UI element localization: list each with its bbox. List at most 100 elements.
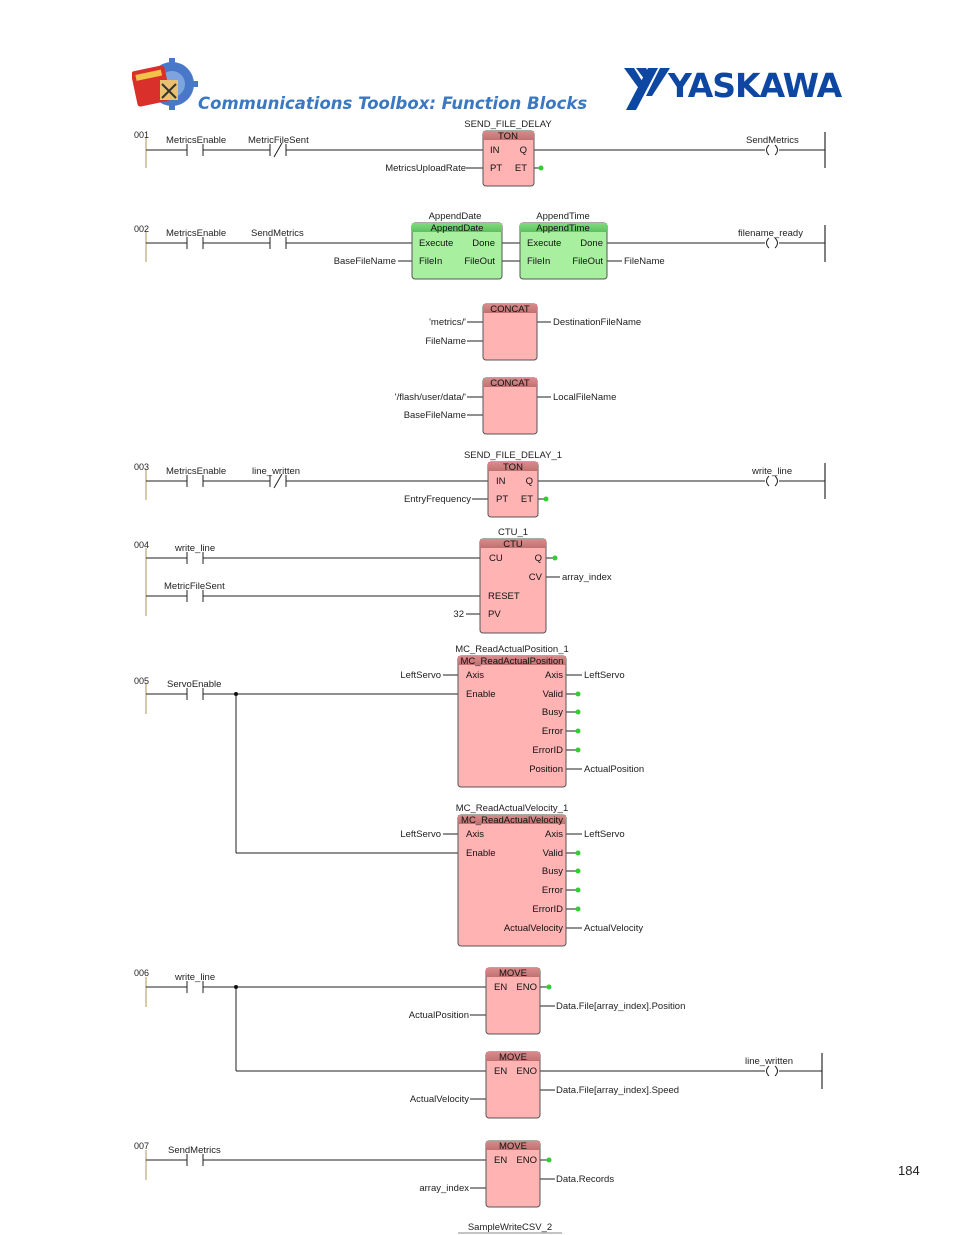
contact-label: MetricsEnable	[166, 135, 226, 146]
rung-numbers: 001 002 003 004 005 006 007	[134, 130, 149, 1151]
output-var: Data.File[array_index].Speed	[556, 1085, 679, 1096]
rung-number: 006	[134, 968, 149, 978]
input-var: LeftServo	[400, 670, 441, 681]
pin-label: Axis	[466, 829, 484, 840]
pin-label: ErrorID	[532, 904, 563, 915]
pin-label: EN	[494, 982, 507, 993]
output-var: LeftServo	[584, 829, 625, 840]
contact-label: SendMetrics	[251, 228, 304, 239]
output-var: ActualPosition	[584, 764, 644, 775]
input-var: ActualPosition	[409, 1010, 469, 1021]
pin-dot-icon	[538, 165, 544, 171]
input-var: '/flash/user/data/'	[395, 392, 466, 403]
pin-label: Busy	[542, 707, 563, 718]
pin-label: ENO	[516, 982, 537, 993]
pin-label: IN	[496, 476, 506, 487]
contact-label: MetricFileSent	[164, 581, 225, 592]
pin-dot-icon	[575, 850, 581, 856]
block-type: MOVE	[499, 968, 527, 979]
rung-number: 005	[134, 676, 149, 686]
block-type: CONCAT	[490, 378, 530, 389]
pin-dot-icon	[575, 868, 581, 874]
contact-label: MetricsEnable	[166, 228, 226, 239]
pin-label: FileOut	[464, 256, 495, 267]
pin-label: Q	[520, 145, 527, 156]
input-var: BaseFileName	[404, 410, 466, 421]
coil-icon	[766, 1065, 778, 1077]
pin-label: PT	[496, 494, 508, 505]
rung-005: ServoEnable MC_ReadActualPosition_1 MC_R…	[146, 644, 644, 947]
block-instance: CTU_1	[498, 527, 528, 538]
coil-label: filename_ready	[738, 228, 803, 239]
pin-label: Axis	[545, 829, 563, 840]
pin-label: Axis	[466, 670, 484, 681]
rung-number: 007	[134, 1141, 149, 1151]
pin-label: CU	[489, 553, 503, 564]
pin-label: FileIn	[527, 256, 550, 267]
toolbox-logo	[131, 58, 198, 112]
contact-label: write_line	[174, 972, 215, 983]
output-var: FileName	[624, 256, 665, 267]
coil-label: SendMetrics	[746, 135, 799, 146]
pin-label: ET	[515, 163, 527, 174]
pin-label: Execute	[419, 238, 453, 249]
pin-label: Q	[535, 553, 542, 564]
output-var: LeftServo	[584, 670, 625, 681]
block-instance: SEND_FILE_DELAY	[464, 119, 552, 130]
block-type: TON	[503, 462, 523, 473]
pin-label: Busy	[542, 866, 563, 877]
output-var: LocalFileName	[553, 392, 616, 403]
output-var: Data.File[array_index].Position	[556, 1001, 685, 1012]
pin-label: Done	[580, 238, 603, 249]
block-type: MC_ReadActualPosition	[461, 656, 564, 667]
pin-dot-icon	[552, 555, 558, 561]
output-var: DestinationFileName	[553, 317, 641, 328]
pin-label: FileIn	[419, 256, 442, 267]
header-title: Communications Toolbox: Function Blocks	[198, 94, 588, 113]
pin-label: ENO	[516, 1066, 537, 1077]
coil-icon	[766, 144, 778, 156]
output-var: ActualVelocity	[584, 923, 643, 934]
block-type: CONCAT	[490, 304, 530, 315]
yaskawa-logo: YASKAWA	[622, 66, 846, 112]
coil-icon	[766, 237, 778, 249]
block-type: CTU	[503, 539, 523, 550]
input-var: 'metrics/'	[429, 317, 466, 328]
pin-label: Execute	[527, 238, 561, 249]
gear-toolbox-icon	[131, 58, 198, 110]
contact-label: line_written	[252, 466, 300, 477]
pin-label: Axis	[545, 670, 563, 681]
block-type: MOVE	[499, 1141, 527, 1152]
contact-label: MetricFileSent	[248, 135, 309, 146]
pin-label: Q	[526, 476, 533, 487]
input-var: FileName	[425, 336, 466, 347]
rung-003: MetricsEnable line_written write_line En…	[146, 450, 825, 518]
logo-wordmark: YASKAWA	[667, 66, 843, 105]
input-var: BaseFileName	[334, 256, 396, 267]
footer-tab[interactable]: SampleWriteCSV_2	[458, 1222, 562, 1234]
pin-dot-icon	[543, 496, 549, 502]
yaskawa-mark-icon	[624, 68, 670, 110]
block-instance: MC_ReadActualPosition_1	[455, 644, 569, 655]
rung-007: SendMetrics MOVE EN ENO array_index Data…	[146, 1140, 614, 1208]
coil-icon	[766, 475, 778, 487]
rung-004: write_line MetricFileSent 32 array_index…	[146, 527, 612, 634]
input-var: MetricsUploadRate	[385, 163, 466, 174]
pin-label: IN	[490, 145, 500, 156]
block-type: MC_ReadActualVelocity	[461, 815, 563, 826]
pin-label: FileOut	[572, 256, 603, 267]
rung-002: MetricsEnable SendMetrics filename_ready…	[146, 211, 825, 435]
input-var: LeftServo	[400, 829, 441, 840]
pin-dot-icon	[575, 709, 581, 715]
input-var: array_index	[419, 1183, 469, 1194]
pin-label: ErrorID	[532, 745, 563, 756]
block-type: MOVE	[499, 1052, 527, 1063]
contact-label: write_line	[174, 543, 215, 554]
pin-dot-icon	[546, 1157, 552, 1163]
pin-label: PV	[488, 609, 501, 620]
page-number: 184	[898, 1163, 920, 1178]
pin-label: Valid	[543, 848, 563, 859]
block-instance: AppendTime	[536, 211, 590, 222]
contact-label: MetricsEnable	[166, 466, 226, 477]
